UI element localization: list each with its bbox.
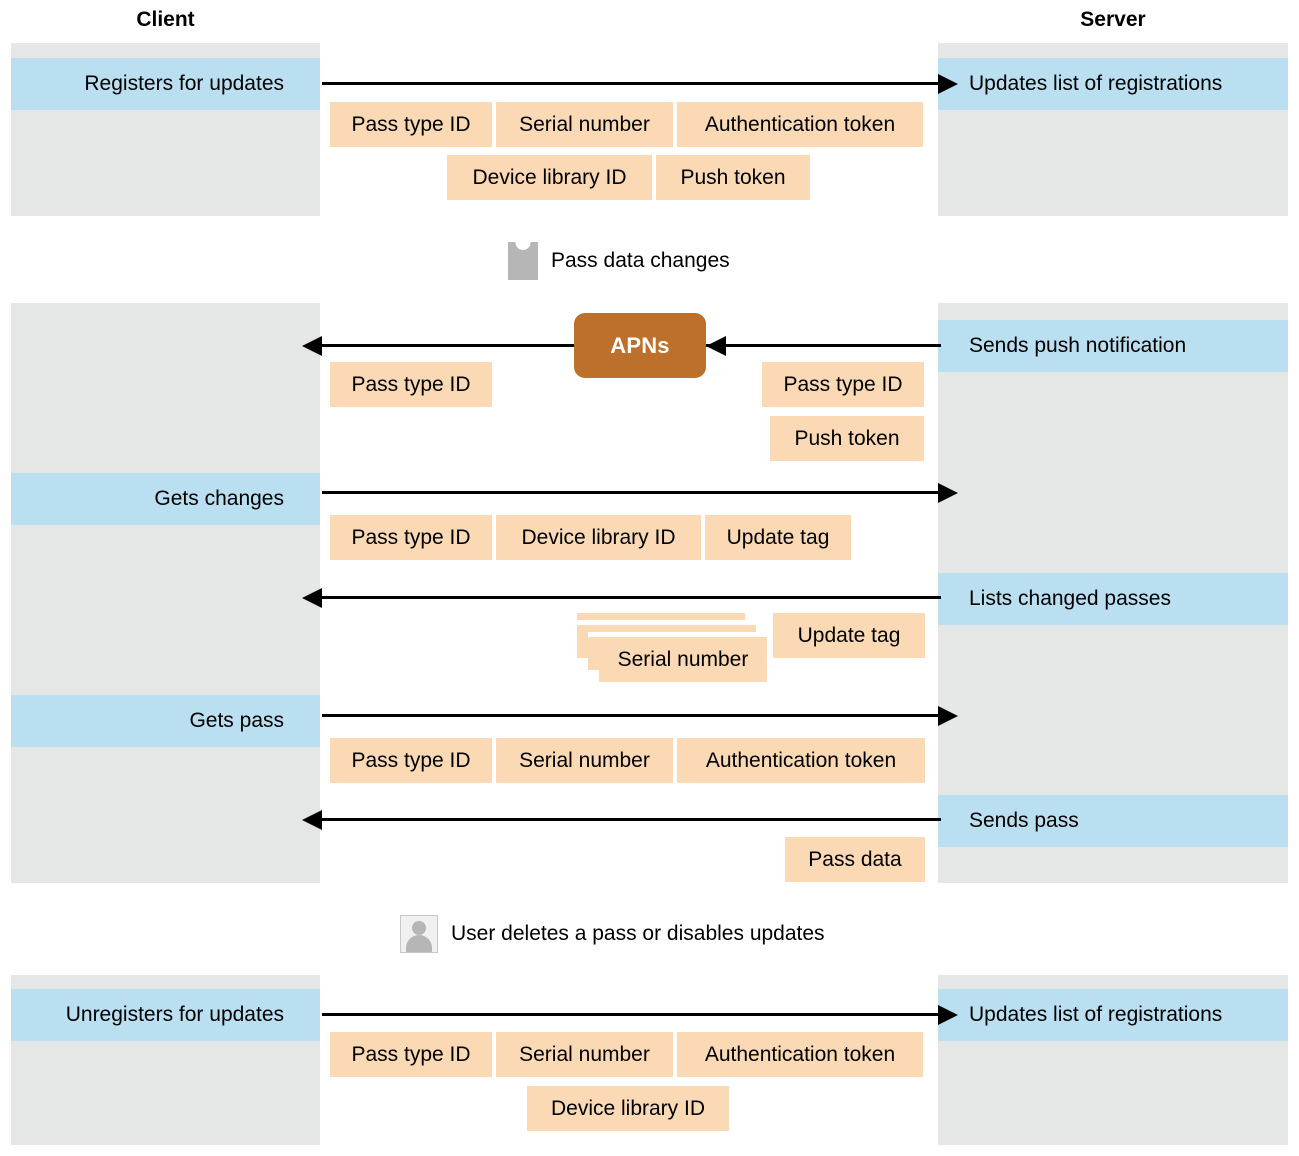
user-icon-body <box>406 935 432 952</box>
server-step-lists-changed-passes[interactable]: Lists changed passes <box>938 573 1288 625</box>
arrow-gets-pass-line <box>322 714 941 717</box>
chip-unregister-device-library-id: Device library ID <box>527 1086 729 1131</box>
client-step-register[interactable]: Registers for updates <box>11 58 320 110</box>
chip-push-client-pass-type-id: Pass type ID <box>330 362 492 407</box>
chip-register-auth-token: Authentication token <box>677 102 923 147</box>
chip-label: Serial number <box>519 748 650 772</box>
chip-label: Update tag <box>726 525 830 549</box>
chip-label: Pass type ID <box>351 1042 471 1066</box>
server-step-push-notification-label: Sends push notification <box>969 334 1187 357</box>
arrow-gets-pass-head <box>938 705 958 726</box>
chip-getchanges-pass-type-id: Pass type ID <box>330 515 492 560</box>
chip-register-pass-type-id: Pass type ID <box>330 102 492 147</box>
arrow-register-head <box>938 73 958 94</box>
chip-sendpass-pass-data: Pass data <box>785 837 925 882</box>
arrow-server-to-apns-line <box>706 344 941 347</box>
client-header-label: Client <box>136 8 195 31</box>
server-step-unregister[interactable]: Updates list of registrations <box>938 989 1288 1041</box>
chip-stack-gap-2 <box>577 620 745 625</box>
arrow-sends-pass-line <box>322 818 941 821</box>
chip-label: Update tag <box>797 623 901 647</box>
arrow-apns-to-client-head <box>302 335 322 356</box>
client-step-register-label: Registers for updates <box>84 72 284 95</box>
chip-label: Authentication token <box>704 1042 896 1066</box>
server-step-register-label: Updates list of registrations <box>969 72 1223 95</box>
arrow-gets-changes-line <box>322 491 941 494</box>
apns-label: APNs <box>610 332 670 358</box>
user-icon <box>400 915 438 953</box>
server-step-unregister-label: Updates list of registrations <box>969 1003 1223 1026</box>
chip-listchanged-serial-number: Serial number <box>599 637 767 682</box>
chip-getpass-auth-token: Authentication token <box>677 738 925 783</box>
server-header-label: Server <box>1080 8 1146 31</box>
client-step-gets-changes-label: Gets changes <box>154 487 284 510</box>
arrow-sends-pass-head <box>302 809 322 830</box>
chip-label: Authentication token <box>705 748 897 772</box>
server-step-sends-pass[interactable]: Sends pass <box>938 795 1288 847</box>
user-icon-head <box>412 921 426 935</box>
arrow-apns-to-client-line <box>322 344 574 347</box>
server-step-push-notification[interactable]: Sends push notification <box>938 320 1288 372</box>
separator-user-deletes-pass-label: User deletes a pass or disables updates <box>451 922 825 945</box>
client-step-gets-pass[interactable]: Gets pass <box>11 695 320 747</box>
client-step-unregister-label: Unregisters for updates <box>65 1003 284 1026</box>
chip-label: Push token <box>794 426 900 450</box>
separator-user-deletes-pass: User deletes a pass or disables updates <box>400 915 825 953</box>
chip-label: Device library ID <box>550 1096 706 1120</box>
chip-label: Push token <box>680 165 786 189</box>
chip-register-device-library-id: Device library ID <box>447 155 652 200</box>
arrow-lists-changed-head <box>302 587 322 608</box>
chip-label: Pass type ID <box>351 372 471 396</box>
chip-unregister-pass-type-id: Pass type ID <box>330 1032 492 1077</box>
client-step-gets-changes[interactable]: Gets changes <box>11 473 320 525</box>
server-step-register[interactable]: Updates list of registrations <box>938 58 1288 110</box>
server-column-header: Server <box>938 7 1288 33</box>
chip-register-push-token: Push token <box>656 155 810 200</box>
separator-pass-data-changes-label: Pass data changes <box>551 249 730 272</box>
client-lane-main <box>11 303 320 883</box>
chip-push-server-push-token: Push token <box>770 416 924 461</box>
chip-label: Serial number <box>519 112 650 136</box>
arrow-register-line <box>322 82 941 85</box>
chip-listchanged-update-tag: Update tag <box>773 613 925 658</box>
chip-getchanges-update-tag: Update tag <box>705 515 851 560</box>
arrow-server-to-apns-head <box>706 335 726 356</box>
chip-label: Pass type ID <box>351 112 471 136</box>
chip-label: Pass type ID <box>351 525 471 549</box>
client-step-gets-pass-label: Gets pass <box>189 709 284 732</box>
arrow-lists-changed-line <box>322 596 941 599</box>
server-step-sends-pass-label: Sends pass <box>969 809 1079 832</box>
chip-getchanges-device-library-id: Device library ID <box>496 515 701 560</box>
chip-label: Pass type ID <box>783 372 903 396</box>
chip-getpass-serial-number: Serial number <box>496 738 673 783</box>
chip-unregister-serial-number: Serial number <box>496 1032 673 1077</box>
client-column-header: Client <box>11 7 320 33</box>
apns-node[interactable]: APNs <box>574 313 706 378</box>
arrow-unregister-line <box>322 1013 941 1016</box>
separator-pass-data-changes: Pass data changes <box>508 242 730 280</box>
chip-label: Device library ID <box>472 165 627 189</box>
chip-register-serial-number: Serial number <box>496 102 673 147</box>
chip-unregister-auth-token: Authentication token <box>677 1032 923 1077</box>
chip-push-server-pass-type-id: Pass type ID <box>762 362 924 407</box>
chip-stack-gap-1 <box>588 632 756 637</box>
chip-getpass-pass-type-id: Pass type ID <box>330 738 492 783</box>
chip-label: Serial number <box>617 647 749 671</box>
chip-label: Authentication token <box>704 112 896 136</box>
server-step-lists-changed-passes-label: Lists changed passes <box>969 587 1171 610</box>
chip-label: Pass type ID <box>351 748 471 772</box>
chip-label: Device library ID <box>521 525 676 549</box>
pass-icon <box>508 242 538 280</box>
chip-label: Serial number <box>519 1042 650 1066</box>
arrow-unregister-head <box>938 1004 958 1025</box>
arrow-gets-changes-head <box>938 482 958 503</box>
client-step-unregister[interactable]: Unregisters for updates <box>11 989 320 1041</box>
chip-label: Pass data <box>808 847 902 871</box>
